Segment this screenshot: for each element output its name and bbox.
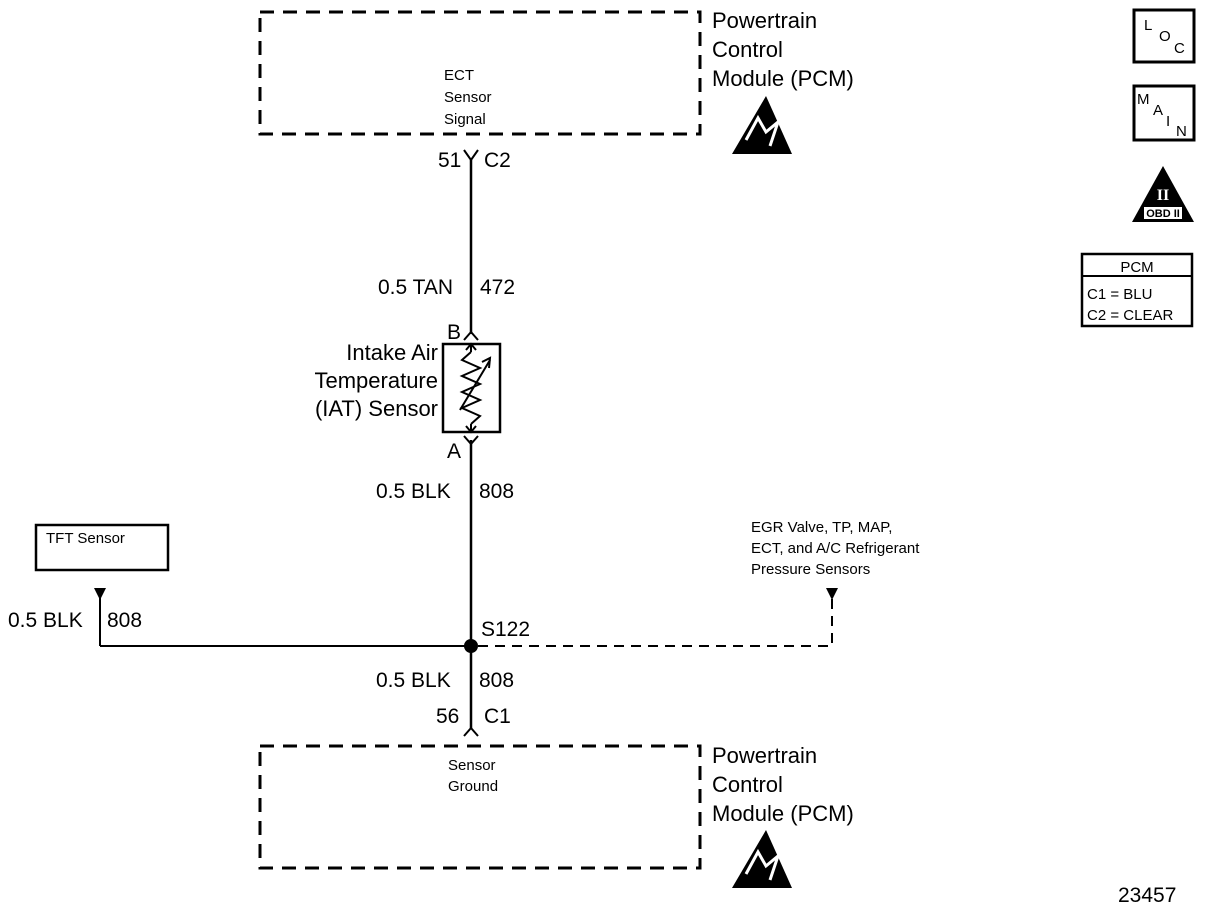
pcm-table-header: PCM	[1120, 259, 1153, 276]
pcm-bottom: Powertrain Control Module (PCM) Sensor G…	[258, 743, 854, 888]
wire-mid-circuit: 808	[479, 480, 514, 503]
ect-signal-line-3: Signal	[444, 111, 486, 128]
obd-numeral: II	[1157, 187, 1169, 204]
main-letter-a: A	[1153, 102, 1163, 119]
pcm-bottom-title-3: Module (PCM)	[712, 801, 854, 826]
pcm-top: Powertrain Control Module (PCM) ECT Sens…	[258, 8, 854, 154]
other-sensors-line-2: ECT, and A/C Refrigerant	[751, 540, 920, 557]
pcm-bottom-title-1: Powertrain	[712, 743, 817, 768]
iat-sensor: B Intake Air Temperature (IAT) Sensor A	[314, 321, 502, 463]
wire-lower-size-color: 0.5 BLK	[376, 669, 451, 692]
other-sensors-arrow-icon	[826, 588, 838, 600]
obd-label: OBD II	[1146, 208, 1180, 220]
pcm-top-title-2: Control	[712, 37, 783, 62]
pin-51: 51	[438, 149, 461, 172]
main-letter-i: I	[1166, 113, 1170, 130]
pcm-table-row-c1: C1 = BLU	[1087, 286, 1152, 303]
iat-terminal-b: B	[447, 321, 461, 344]
obd-ii-icon: II OBD II	[1132, 166, 1194, 222]
figure-number: 23457	[1118, 884, 1176, 907]
pcm-connector-table: PCM C1 = BLU C2 = CLEAR	[1080, 252, 1194, 328]
esd-warning-icon	[732, 96, 792, 154]
tft-sensor-label: TFT Sensor	[46, 530, 125, 547]
pcm-top-box	[258, 10, 702, 136]
other-sensors-line-1: EGR Valve, TP, MAP,	[751, 519, 892, 536]
connector-c2-terminal	[463, 149, 479, 162]
wire-left-size-color: 0.5 BLK	[8, 609, 83, 632]
other-sensors-line-3: Pressure Sensors	[751, 561, 870, 578]
wire-upper-circuit: 472	[480, 276, 515, 299]
loc-letter-c: C	[1174, 40, 1185, 57]
ect-signal-line-1: ECT	[444, 67, 474, 84]
pin-56: 56	[436, 705, 459, 728]
tft-arrow-icon	[94, 588, 106, 600]
sensor-ground-line-1: Sensor	[448, 757, 496, 774]
iat-terminal-a: A	[447, 440, 461, 463]
connector-c1-terminal	[463, 726, 479, 737]
pcm-bottom-box	[258, 744, 702, 870]
wire-mid-size-color: 0.5 BLK	[376, 480, 451, 503]
ect-signal-line-2: Sensor	[444, 89, 492, 106]
tft-sensor-box	[34, 523, 170, 572]
pcm-top-title-1: Powertrain	[712, 8, 817, 33]
splice-label: S122	[481, 618, 530, 641]
connector-c2: C2	[484, 149, 511, 172]
wire-lower-circuit: 808	[479, 669, 514, 692]
esd-warning-icon	[732, 830, 792, 888]
pcm-table-row-c2: C2 = CLEAR	[1087, 307, 1173, 324]
sensor-ground-line-2: Ground	[448, 778, 498, 795]
main-letter-n: N	[1176, 123, 1187, 140]
iat-label-3: (IAT) Sensor	[315, 396, 438, 421]
main-letter-m: M	[1137, 91, 1150, 108]
loc-symbol: L O C	[1132, 8, 1196, 64]
wire-other-sensors	[478, 598, 833, 647]
loc-letter-o: O	[1159, 28, 1171, 45]
pcm-bottom-title-2: Control	[712, 772, 783, 797]
main-symbol: M A I N	[1132, 84, 1196, 142]
iat-label-1: Intake Air	[346, 340, 438, 365]
pcm-top-title-3: Module (PCM)	[712, 66, 854, 91]
wire-left-circuit: 808	[107, 609, 142, 632]
connector-c1: C1	[484, 705, 511, 728]
iat-label-2: Temperature	[314, 368, 438, 393]
thermistor-icon	[459, 342, 492, 434]
loc-letter-l: L	[1144, 17, 1152, 34]
wire-upper-size-color: 0.5 TAN	[378, 276, 453, 299]
